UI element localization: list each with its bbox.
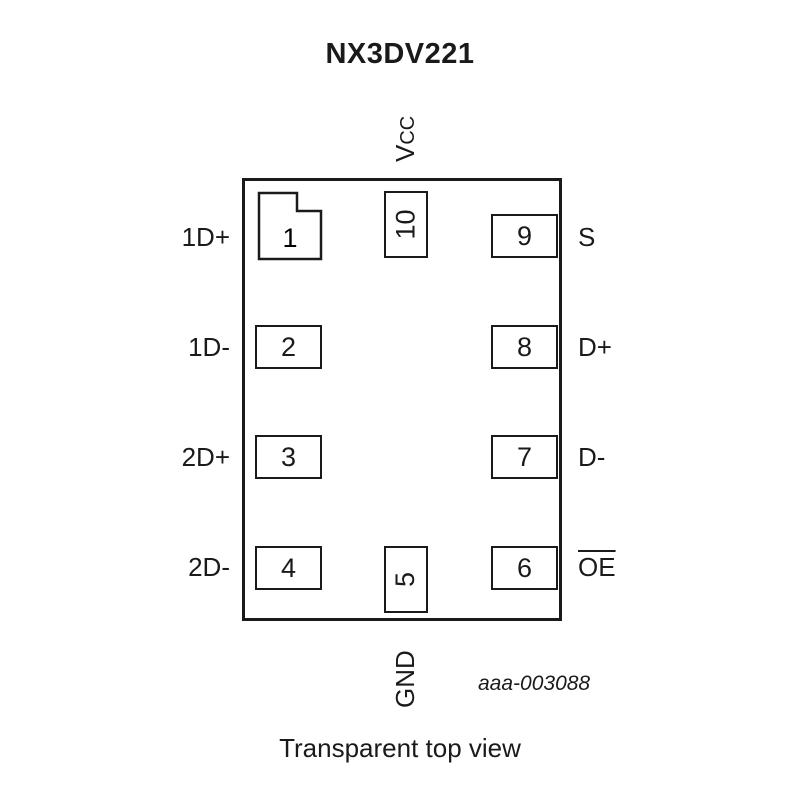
pin-5-number: 5 [390,571,421,588]
pin-3-number: 3 [280,441,297,472]
package-outline: 1 10 9 2 8 3 7 4 5 6 [242,178,562,621]
pin-label-1d-minus: 1D- [188,332,230,362]
pin-5-pad: 5 [384,546,428,613]
pin-label-d-minus: D- [578,442,606,472]
diagram-title: NX3DV221 [325,38,475,70]
pin-9-number: 9 [516,220,533,251]
pin-7-number: 7 [516,441,533,472]
pin-2-number: 2 [280,331,297,362]
pin-1-number: 1 [282,223,297,253]
pin-label-2d-minus: 2D- [188,552,230,582]
pin-label-oe: OE [578,552,616,582]
pin-6-pad: 6 [491,546,558,590]
caption: Transparent top view [279,733,521,763]
pin-2-pad: 2 [255,325,322,369]
pin-label-vcc: VCC [390,115,420,162]
pin-label-gnd: GND [390,650,420,708]
pin-label-2d-plus: 2D+ [181,442,230,472]
pin-10-pad: 10 [384,191,428,258]
pin-10-number: 10 [390,209,421,240]
pin-label-s: S [578,222,596,252]
pin-label-d-plus: D+ [578,332,612,362]
pin-label-1d-plus: 1D+ [181,222,230,252]
pin-7-pad: 7 [491,435,558,479]
pin-1-pad: 1 [257,191,323,261]
pin-6-number: 6 [516,552,533,583]
reference-code: aaa-003088 [478,672,591,695]
pin-4-pad: 4 [255,546,322,590]
pin-9-pad: 9 [491,214,558,258]
pin-4-number: 4 [280,552,297,583]
pin-3-pad: 3 [255,435,322,479]
pin-8-number: 8 [516,331,533,362]
pin-8-pad: 8 [491,325,558,369]
